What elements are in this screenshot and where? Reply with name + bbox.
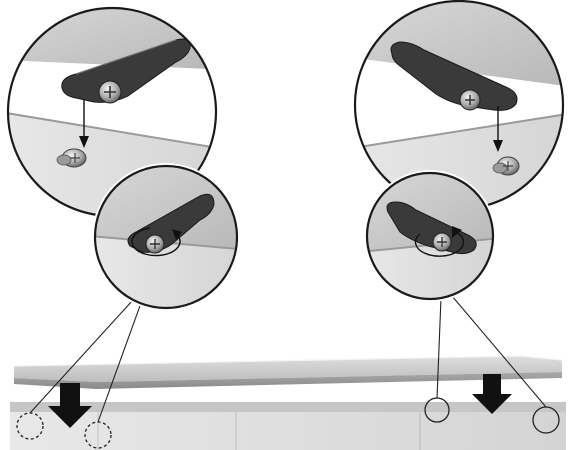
assembly-diagram: [0, 0, 578, 450]
diagram-canvas: [0, 0, 578, 450]
